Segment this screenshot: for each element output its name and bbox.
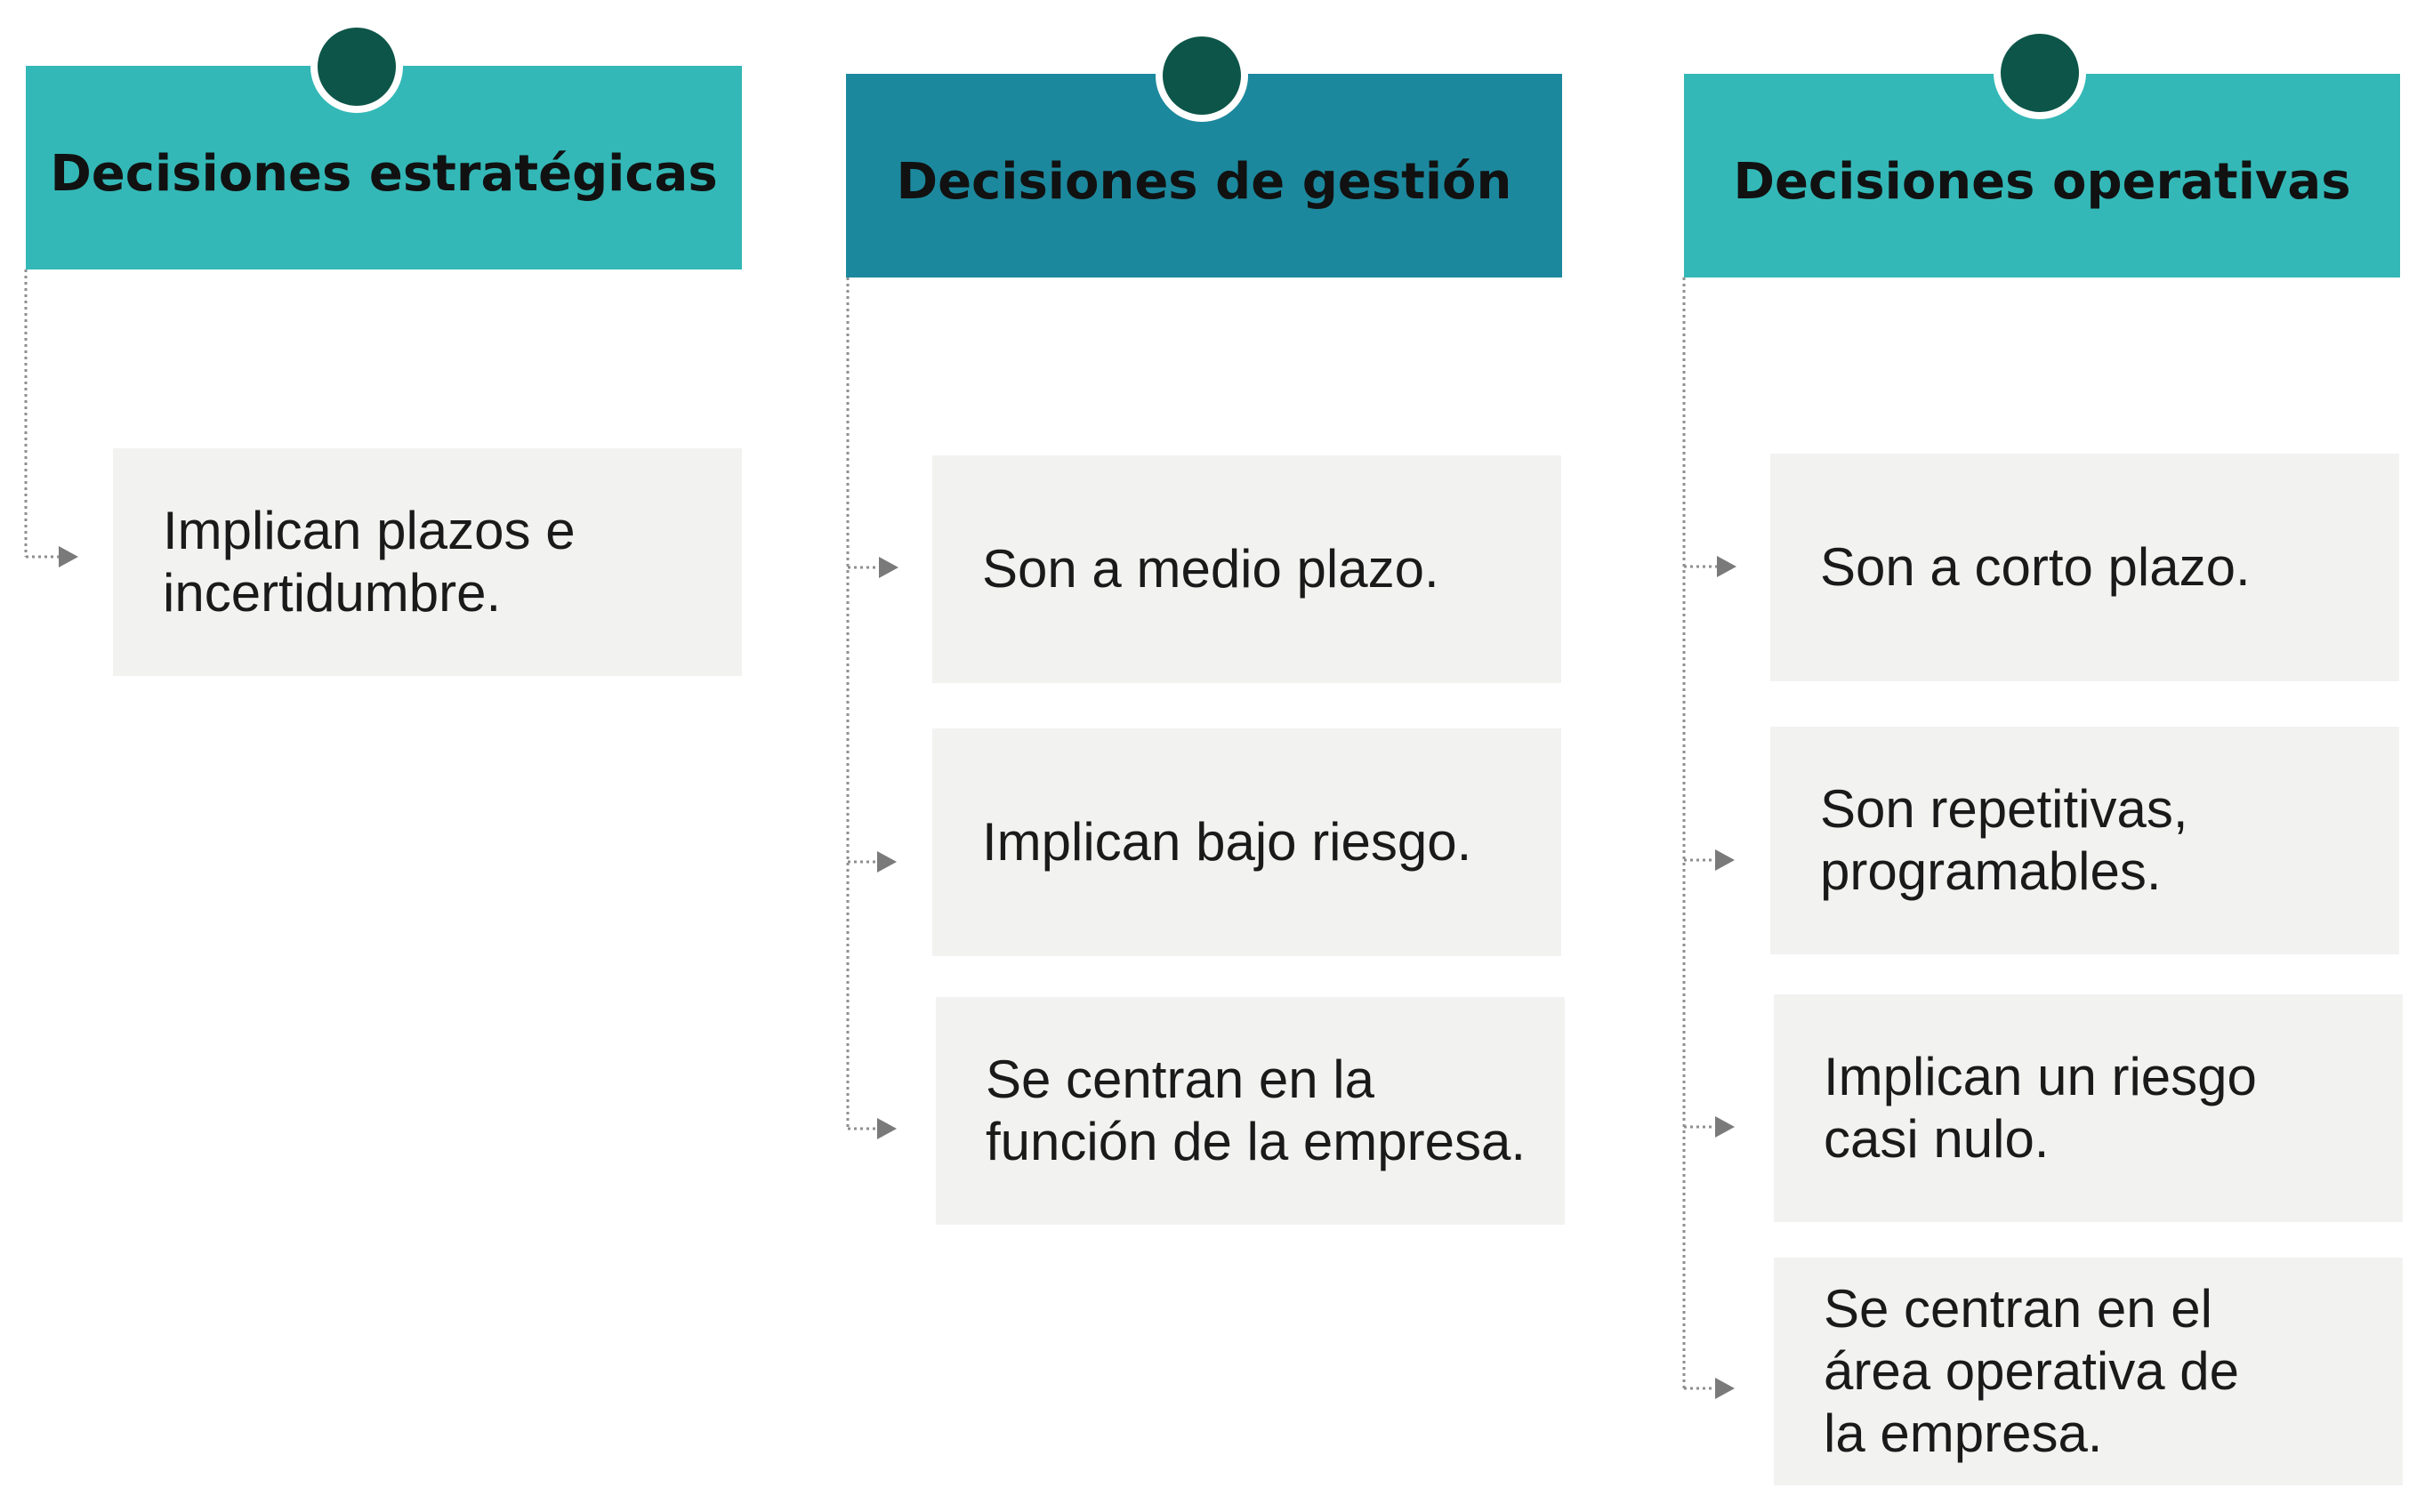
column-title: Decisiones estratégicas bbox=[50, 145, 718, 203]
item-text: Implican un riesgo casi nulo. bbox=[1824, 1047, 2257, 1169]
list-item: Son a medio plazo. bbox=[932, 455, 1561, 683]
arrowhead-icon bbox=[1715, 1116, 1735, 1138]
list-item: Implican un riesgo casi nulo. bbox=[1774, 994, 2403, 1222]
arrowhead-icon bbox=[1715, 849, 1735, 871]
arrowhead-icon bbox=[59, 546, 78, 567]
arrowhead-icon bbox=[877, 851, 897, 873]
list-item: Implican bajo riesgo. bbox=[932, 728, 1561, 956]
header-marker-dot bbox=[1994, 27, 2086, 119]
item-text: Implican bajo riesgo. bbox=[982, 812, 1472, 872]
item-text: Se centran en la función de la empresa. bbox=[986, 1050, 1527, 1171]
header-marker-dot bbox=[310, 20, 403, 113]
arrowhead-icon bbox=[877, 1118, 897, 1139]
item-text: Implican plazos e incertidumbre. bbox=[163, 501, 576, 623]
list-item: Se centran en la función de la empresa. bbox=[936, 997, 1565, 1225]
column-title: Decisiones de gestión bbox=[896, 153, 1512, 211]
arrowhead-icon bbox=[1715, 1378, 1735, 1399]
item-text: Son a medio plazo. bbox=[982, 539, 1439, 599]
arrowhead-icon bbox=[879, 557, 898, 578]
item-text: Son a corto plazo. bbox=[1820, 537, 2251, 597]
list-item: Son a corto plazo. bbox=[1770, 454, 2399, 681]
header-marker-dot bbox=[1156, 29, 1248, 122]
column-title: Decisiones operativas bbox=[1733, 153, 2351, 211]
item-text: Se centran en el área operativa de la em… bbox=[1824, 1279, 2239, 1463]
item-text: Son repetitivas, programables. bbox=[1820, 779, 2188, 901]
list-item: Son repetitivas, programables. bbox=[1770, 727, 2399, 954]
list-item: Implican plazos e incertidumbre. bbox=[113, 448, 742, 676]
arrowhead-icon bbox=[1717, 556, 1736, 577]
list-item: Se centran en el área operativa de la em… bbox=[1774, 1258, 2403, 1485]
